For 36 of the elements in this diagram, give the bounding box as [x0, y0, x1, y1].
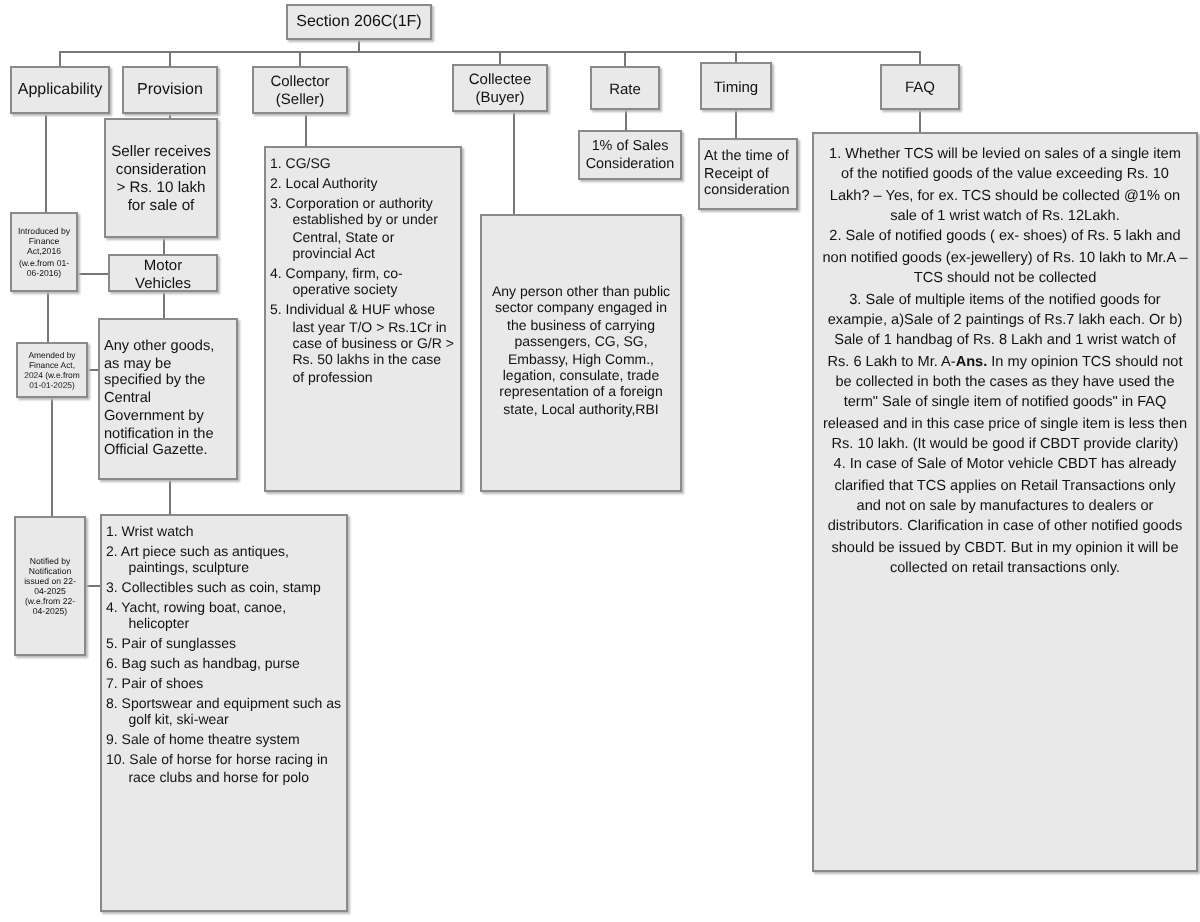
- category-box: [252, 66, 348, 114]
- connector-line: [513, 111, 515, 215]
- category-label: Section 206C(1F): [294, 12, 424, 32]
- connector-line: [169, 479, 171, 515]
- note-box: [14, 516, 86, 656]
- info-box: [480, 214, 682, 492]
- category-box: [286, 4, 432, 40]
- category-box: [590, 66, 660, 110]
- connector-line: [919, 109, 921, 133]
- category-label: Applicability: [16, 80, 104, 100]
- connector-line: [45, 113, 47, 213]
- connector-line: [163, 291, 165, 319]
- note-box: [10, 212, 78, 292]
- connector-line: [305, 113, 307, 147]
- category-box: [452, 64, 548, 112]
- category-label: Provision: [135, 80, 205, 100]
- connector-line: [51, 397, 53, 517]
- info-box: [98, 318, 238, 480]
- connector-line: [625, 109, 627, 131]
- connector-line: [77, 273, 109, 275]
- info-box: [698, 138, 798, 210]
- connector-line: [87, 369, 99, 371]
- list-box: [100, 514, 348, 912]
- info-box: [108, 254, 218, 292]
- category-box: [122, 66, 218, 114]
- faq-box: [812, 132, 1198, 872]
- connector-line: [358, 39, 921, 65]
- connector-line: [47, 291, 49, 343]
- category-box: [10, 66, 110, 114]
- category-box: [880, 64, 960, 110]
- connector-line: [85, 585, 101, 587]
- connector-line: [735, 109, 737, 139]
- category-box: [700, 62, 772, 110]
- connector-line: [163, 237, 165, 255]
- list-box: [264, 146, 462, 492]
- info-box: [104, 118, 218, 238]
